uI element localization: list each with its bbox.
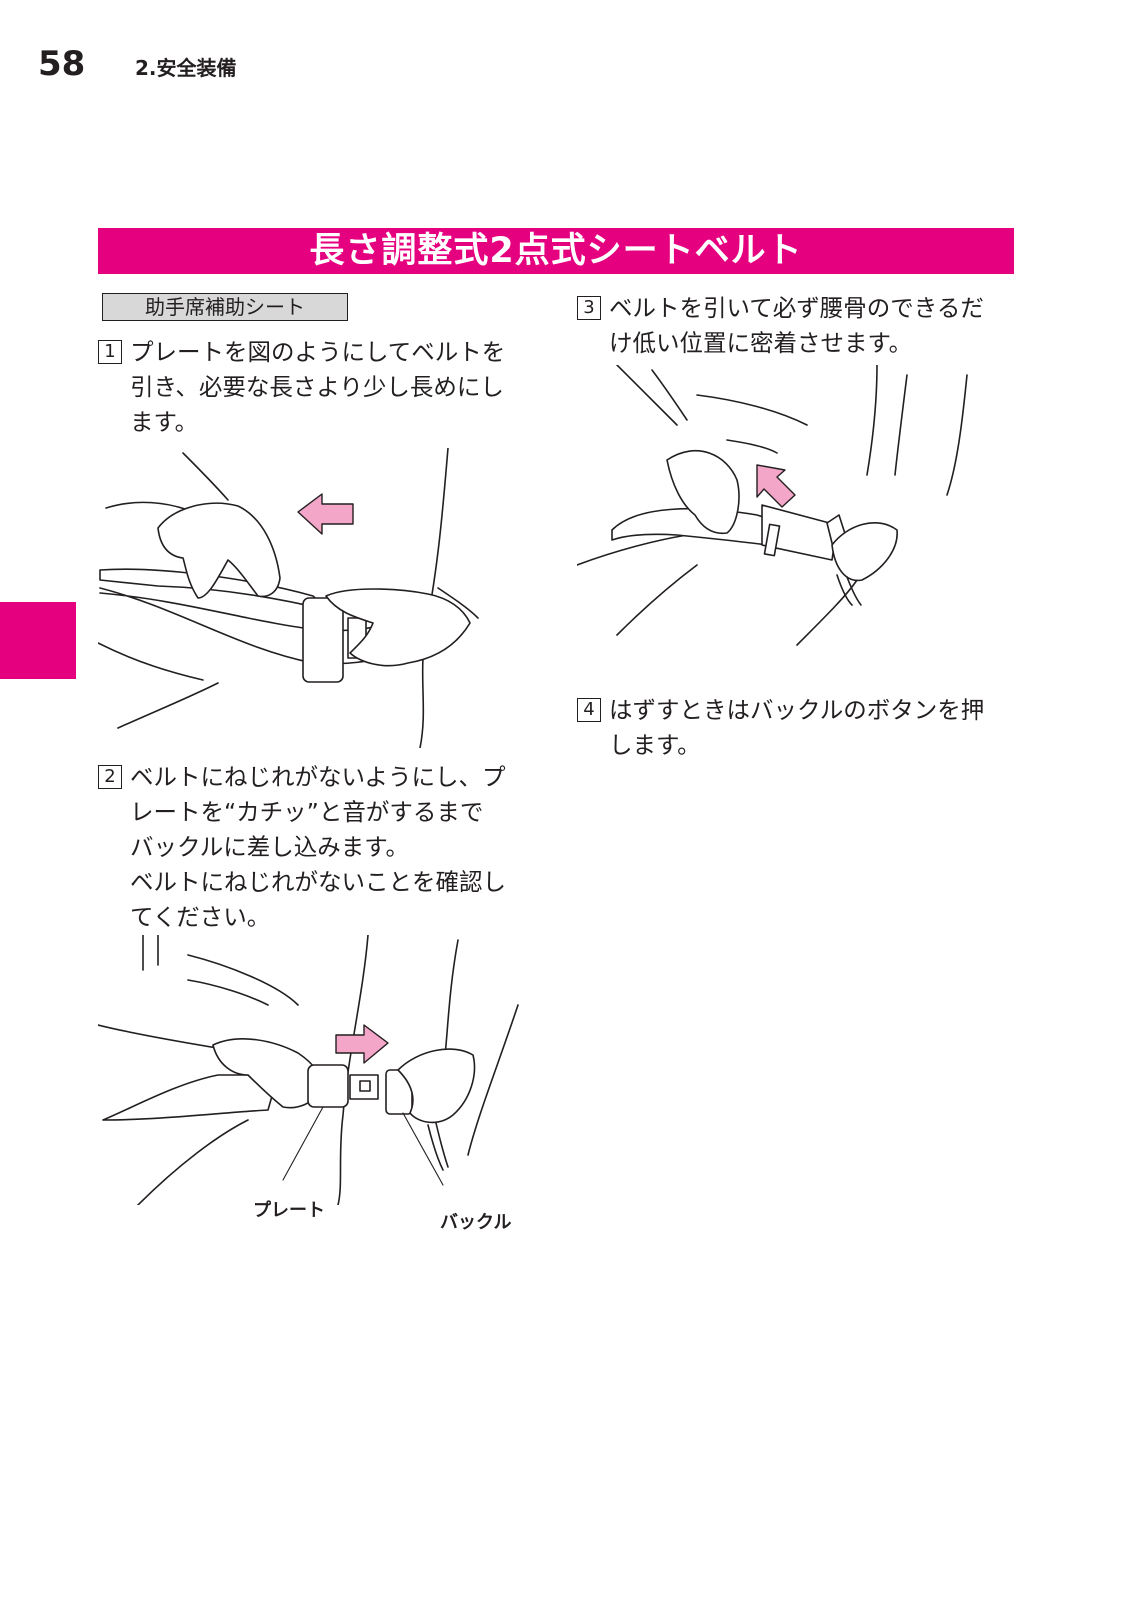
- step-number-1: 1: [98, 340, 122, 364]
- step-text-1: プレートを図のようにしてベルトを 引き、必要な長さより少し長めにし ます。: [130, 338, 506, 436]
- step-number-4: 4: [577, 698, 601, 722]
- subhead-label: 助手席補助シート: [102, 293, 348, 321]
- step-number-3: 3: [577, 296, 601, 320]
- step-text-3: ベルトを引いて必ず腰骨のできるだ け低い位置に密着させます。: [609, 294, 984, 357]
- illustration-step-3: [577, 365, 1017, 665]
- page-number: 58: [38, 44, 86, 84]
- step-4: 4 はずすときはバックルのボタンを押 します。: [577, 693, 1027, 763]
- callout-plate: プレート: [253, 1200, 325, 1221]
- step-number-2: 2: [98, 765, 122, 789]
- step-text-2: ベルトにねじれがないようにし、プ レートを“カチッ”と音がするまで バックルに差…: [130, 763, 506, 931]
- illustration-step-2: [98, 935, 538, 1205]
- page-title-banner: 長さ調整式2点式シートベルト: [98, 228, 1014, 274]
- step-3: 3 ベルトを引いて必ず腰骨のできるだ け低い位置に密着させます。: [577, 291, 1027, 361]
- section-title: 2.安全装備: [135, 56, 237, 80]
- step-2: 2 ベルトにねじれがないようにし、プ レートを“カチッ”と音がするまで バックル…: [98, 760, 548, 935]
- step-1: 1 プレートを図のようにしてベルトを 引き、必要な長さより少し長めにし ます。: [98, 335, 548, 440]
- chapter-tab: [0, 602, 76, 679]
- step-text-4: はずすときはバックルのボタンを押 します。: [609, 696, 985, 759]
- callout-buckle: バックル: [440, 1212, 512, 1233]
- illustration-step-1: [98, 448, 548, 748]
